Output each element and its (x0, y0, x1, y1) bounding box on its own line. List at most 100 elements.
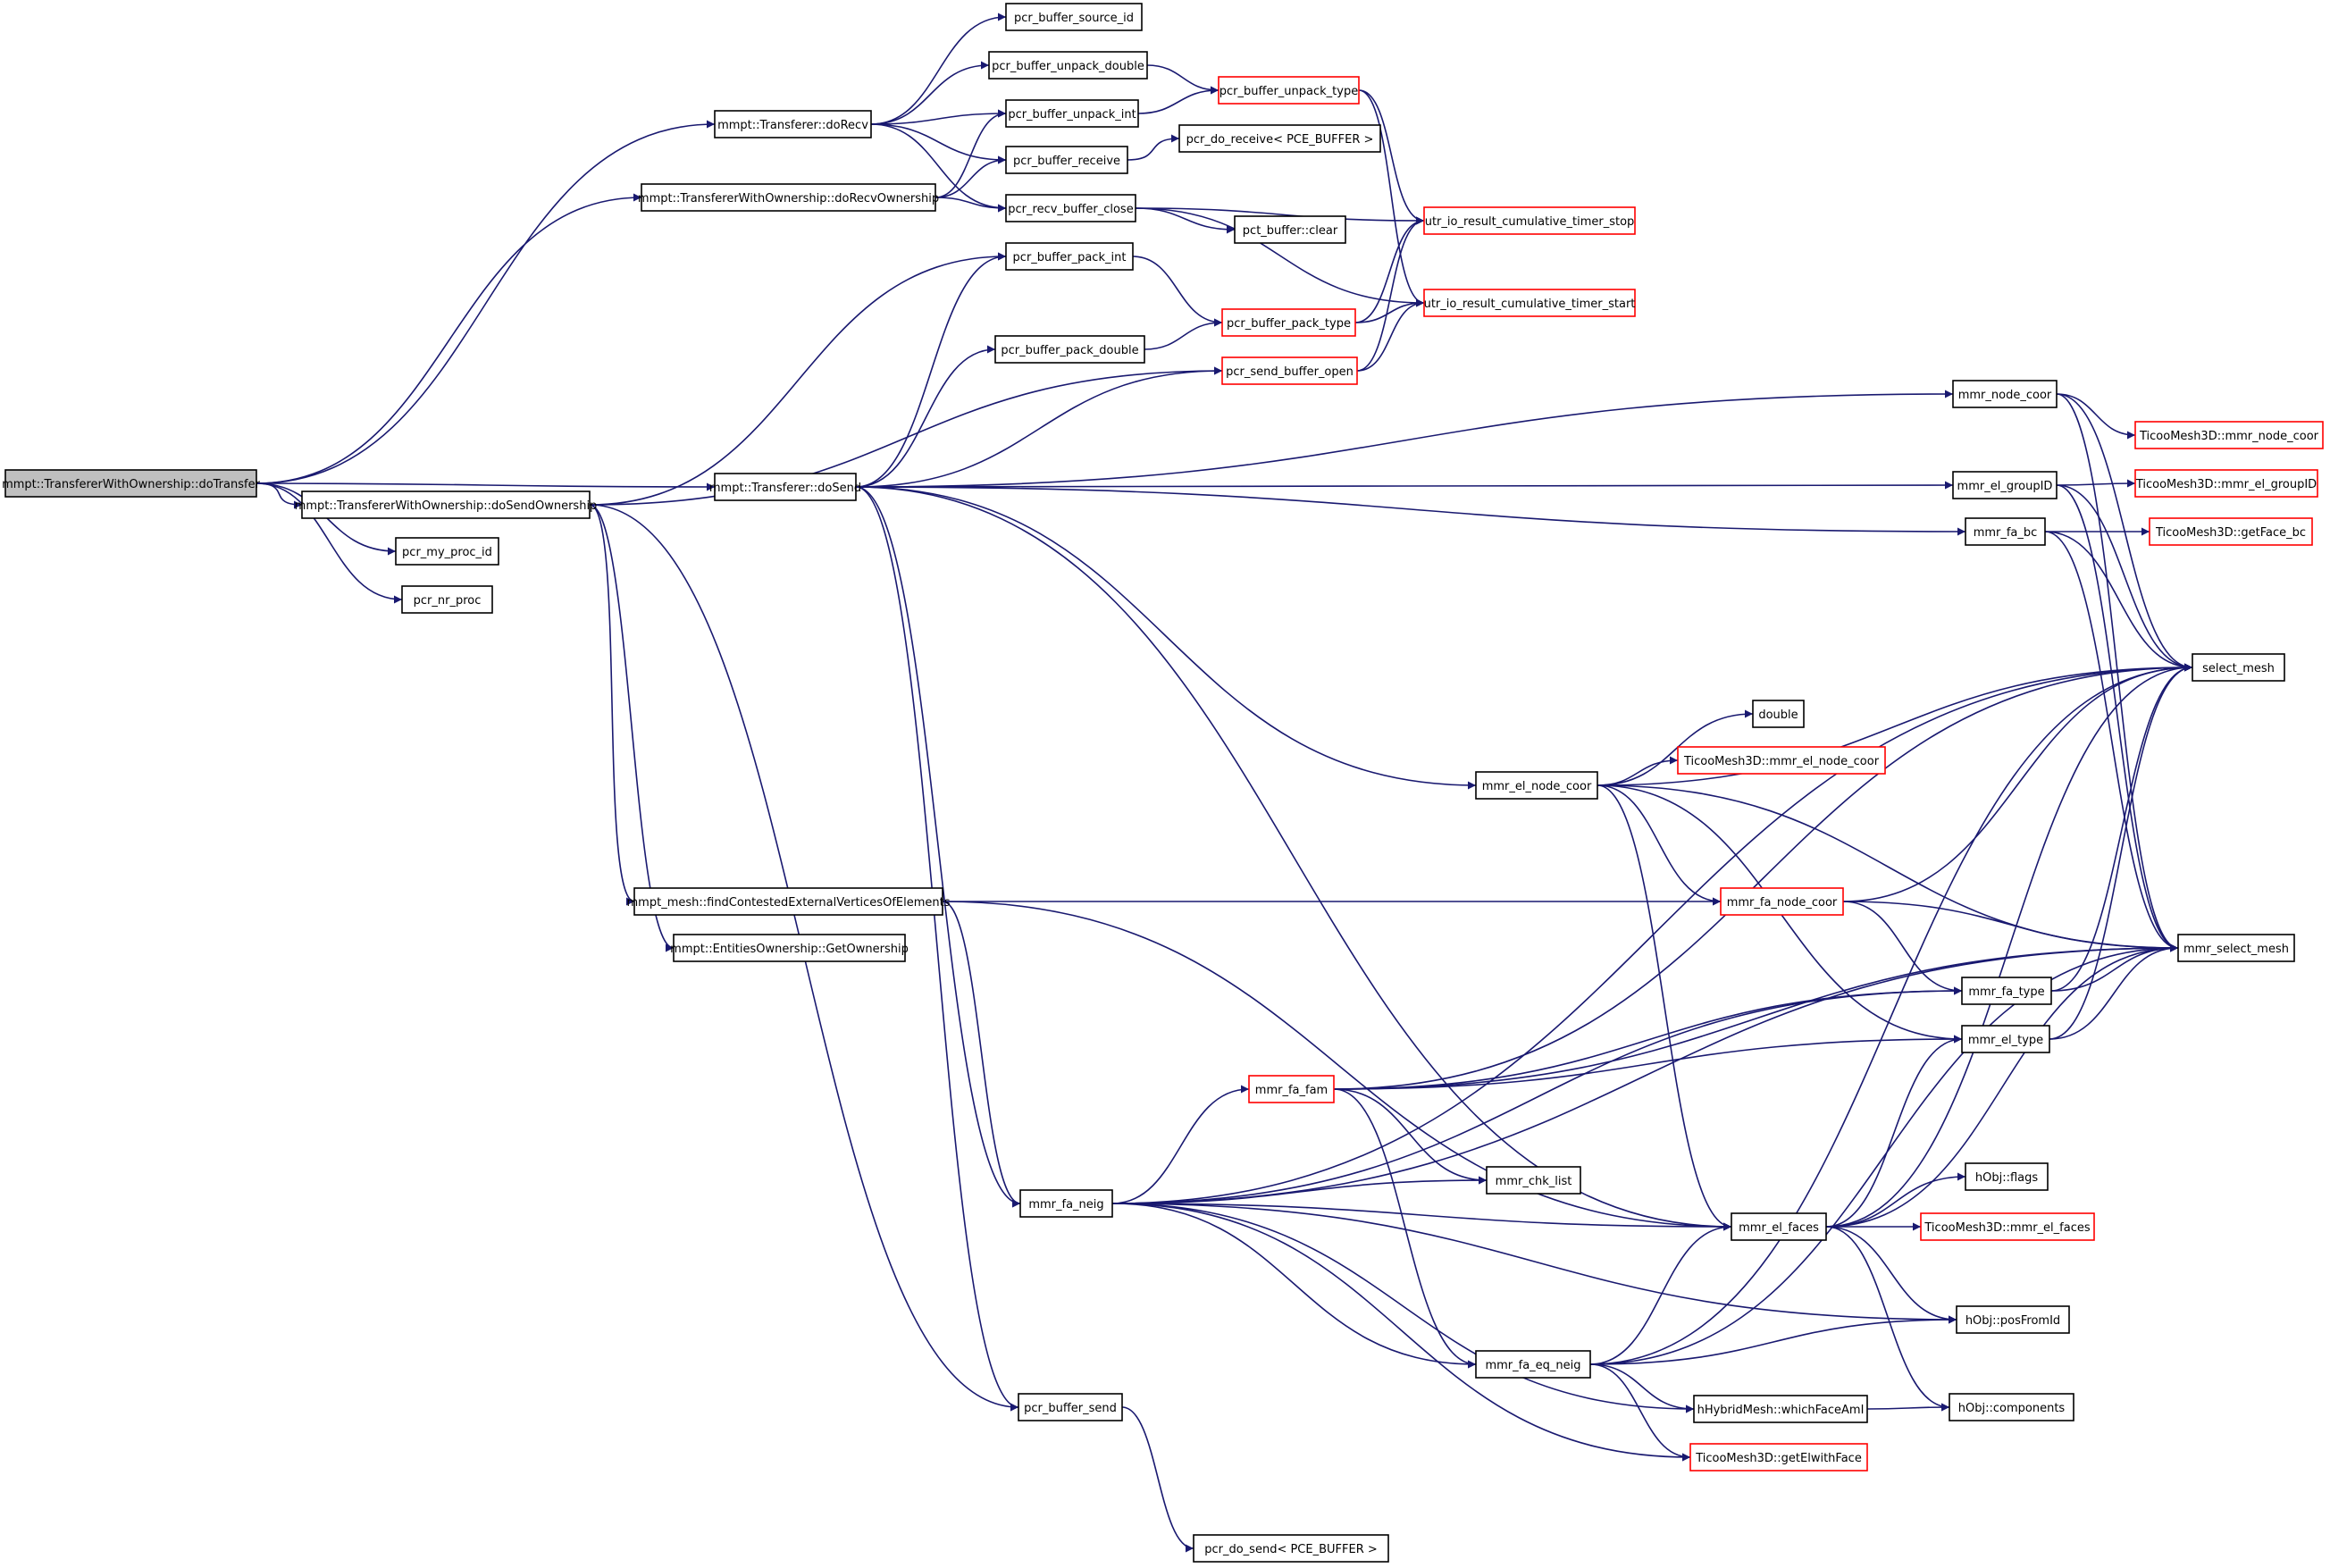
node-box (1423, 289, 1636, 317)
call-edge (2049, 943, 2179, 1040)
node-box (988, 51, 1148, 80)
graph-node[interactable]: mmr_chk_list (1486, 1166, 1581, 1195)
graph-node[interactable]: mmr_el_node_coor (1475, 771, 1598, 800)
graph-node[interactable]: hHybridMesh::whichFaceAmI (1693, 1395, 1868, 1423)
node-box (994, 335, 1145, 364)
edge-path (855, 390, 1954, 488)
call-edge (1842, 901, 2179, 952)
call-edge (256, 482, 403, 604)
node-box (641, 183, 936, 212)
call-edge (1111, 1203, 1477, 1369)
edge-path (1111, 1203, 1957, 1324)
graph-node[interactable]: TicooMesh3D::mmr_node_coor (2134, 421, 2324, 449)
edge-path (1333, 1088, 1477, 1369)
graph-node[interactable]: select_mesh (2192, 653, 2285, 682)
node-box (1005, 242, 1134, 271)
edge-path (2050, 943, 2179, 992)
graph-node[interactable]: double (1752, 700, 1805, 728)
graph-node[interactable]: utr_io_result_cumulative_timer_stop (1423, 206, 1636, 235)
graph-node[interactable]: pcr_do_send< PCE_BUFFER > (1193, 1534, 1389, 1563)
edge-path (2044, 531, 2193, 672)
graph-node[interactable]: mmpt::TransfererWithOwnership::doSendOwn… (295, 491, 598, 519)
graph-node[interactable]: mmr_fa_fam (1248, 1075, 1335, 1103)
edge-path (855, 345, 996, 488)
graph-node[interactable]: mmr_fa_type (1961, 977, 2052, 1005)
graph-node[interactable]: pcr_buffer_unpack_int (1005, 99, 1139, 128)
edge-path (1354, 298, 1425, 323)
graph-node[interactable]: mmr_el_groupID (1952, 471, 2058, 499)
node-label: mmpt::EntitiesOwnership::GetOwnership (670, 943, 909, 956)
graph-node[interactable]: pcr_recv_buffer_close (1005, 194, 1136, 222)
graph-node[interactable]: TicooMesh3D::getFace_bc (2149, 517, 2313, 546)
call-edge (589, 366, 1223, 506)
graph-node[interactable]: utr_io_result_cumulative_timer_start (1423, 289, 1636, 317)
graph-node[interactable]: mmpt_mesh::findContestedExternalVertices… (627, 887, 951, 916)
node-label: TicooMesh3D::getFace_bc (2155, 526, 2306, 540)
edge-path (855, 486, 1477, 790)
node-label: mmr_el_groupID (1957, 480, 2053, 493)
node-label: pcr_buffer_unpack_double (992, 60, 1144, 73)
call-edge (1825, 663, 2193, 1228)
edge-path (1111, 943, 2179, 1204)
graph-node[interactable]: pcr_buffer_unpack_double (988, 51, 1148, 80)
node-label: pcr_buffer_unpack_type (1219, 85, 1358, 98)
graph-node[interactable]: mmpt::Transferer::doRecv (714, 110, 872, 138)
edge-path (870, 109, 1007, 125)
graph-node[interactable]: pcr_nr_proc (401, 585, 493, 614)
graph-node[interactable]: pcr_buffer_unpack_type (1218, 76, 1360, 105)
graph-node[interactable]: pcr_buffer_pack_int (1005, 242, 1134, 271)
node-box (1218, 76, 1360, 105)
edge-path (2056, 393, 2193, 672)
call-edge (870, 61, 990, 125)
edge-path (942, 901, 1732, 1231)
graph-node[interactable]: TicooMesh3D::getElwithFace (1689, 1443, 1868, 1472)
edge-path (870, 61, 990, 125)
graph-node[interactable]: mmpt::Transferer::doSend (709, 473, 861, 501)
edge-path (256, 193, 642, 484)
graph-node[interactable]: pcr_buffer_pack_type (1221, 308, 1356, 337)
graph-node[interactable]: mmr_fa_node_coor (1720, 887, 1844, 916)
graph-node[interactable]: mmpt::EntitiesOwnership::GetOwnership (670, 934, 909, 962)
edge-path (1135, 207, 1236, 234)
graph-node[interactable]: pcr_my_proc_id (395, 537, 499, 566)
graph-node[interactable]: mmr_fa_bc (1965, 517, 2046, 546)
graph-node[interactable]: hObj::components (1949, 1393, 2074, 1421)
call-edge (870, 123, 1007, 213)
call-edge (1333, 663, 2193, 1090)
graph-node[interactable]: mmr_select_mesh (2177, 934, 2295, 962)
call-edge (2050, 663, 2193, 992)
call-edge (1356, 216, 1425, 372)
edge-path (1111, 1203, 1477, 1369)
node-box (633, 887, 943, 916)
graph-node[interactable]: TicooMesh3D::mmr_el_groupID (2134, 469, 2318, 498)
graph-node[interactable]: mmr_el_type (1961, 1025, 2050, 1053)
edge-path (935, 155, 1007, 198)
graph-node[interactable]: hObj::posFromId (1956, 1305, 2070, 1334)
graph-node[interactable]: pcr_buffer_source_id (1005, 3, 1143, 31)
call-edge (1135, 207, 1425, 225)
call-edge (256, 120, 716, 484)
graph-node[interactable]: pcr_do_receive< PCE_BUFFER > (1178, 124, 1381, 153)
graph-node[interactable]: mmr_fa_eq_neig (1475, 1350, 1591, 1379)
call-edge (1121, 1406, 1194, 1553)
graph-node[interactable]: pcr_buffer_pack_double (994, 335, 1145, 364)
node-label: TicooMesh3D::mmr_el_faces (1924, 1221, 2090, 1235)
graph-node[interactable]: pcr_buffer_send (1018, 1393, 1123, 1421)
edge-path (1825, 663, 2193, 1228)
graph-node[interactable]: mmr_node_coor (1952, 380, 2058, 408)
graph-node[interactable]: mmpt::TransfererWithOwnership::doTransfe… (2, 469, 261, 498)
graph-node[interactable]: hObj::flags (1965, 1162, 2049, 1191)
graph-node[interactable]: TicooMesh3D::mmr_el_faces (1920, 1212, 2095, 1241)
call-edge (1333, 1035, 1963, 1090)
graph-node[interactable]: pcr_buffer_receive (1005, 146, 1128, 174)
graph-node[interactable]: mmr_el_faces (1731, 1212, 1827, 1241)
call-edge (1358, 89, 1425, 307)
graph-node[interactable]: mmr_fa_neig (1019, 1189, 1113, 1218)
graph-node[interactable]: TicooMesh3D::mmr_el_node_coor (1677, 746, 1886, 775)
edge-path (1333, 986, 1963, 1090)
graph-node[interactable]: pct_buffer::clear (1234, 215, 1346, 244)
call-edge (256, 193, 642, 484)
graph-node[interactable]: mmpt::TransfererWithOwnership::doRecvOwn… (638, 183, 939, 212)
graph-node[interactable]: pcr_send_buffer_open (1221, 356, 1358, 385)
edge-path (1597, 663, 2193, 786)
